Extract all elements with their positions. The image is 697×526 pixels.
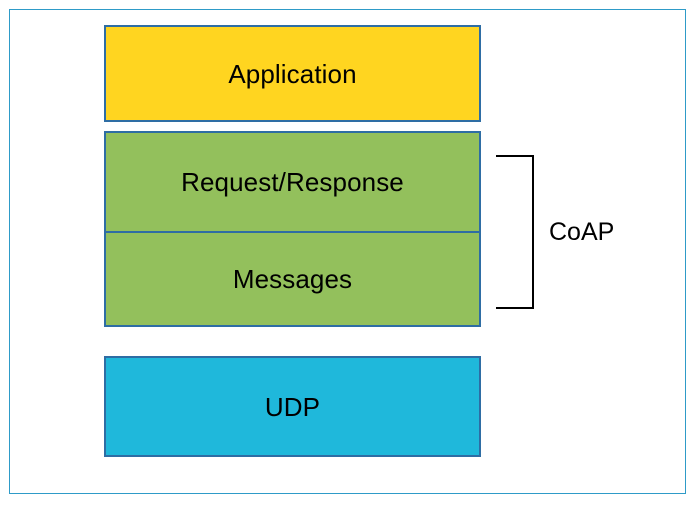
layer-label-application: Application <box>228 58 357 89</box>
coap-bracket-icon <box>496 155 534 309</box>
page-frame-border <box>9 9 686 494</box>
layer-label-messages: Messages <box>232 264 353 294</box>
layer-box-udp[interactable]: UDP <box>104 356 481 457</box>
layer-box-messages[interactable]: Messages <box>104 232 481 327</box>
layer-box-application[interactable]: Application <box>104 25 481 122</box>
layer-label-udp: UDP <box>264 391 321 422</box>
layer-label-request-response: Request/Response <box>181 167 404 197</box>
coap-annotation-label: CoAP <box>549 218 615 246</box>
layer-box-request-response[interactable]: Request/Response <box>104 131 481 232</box>
